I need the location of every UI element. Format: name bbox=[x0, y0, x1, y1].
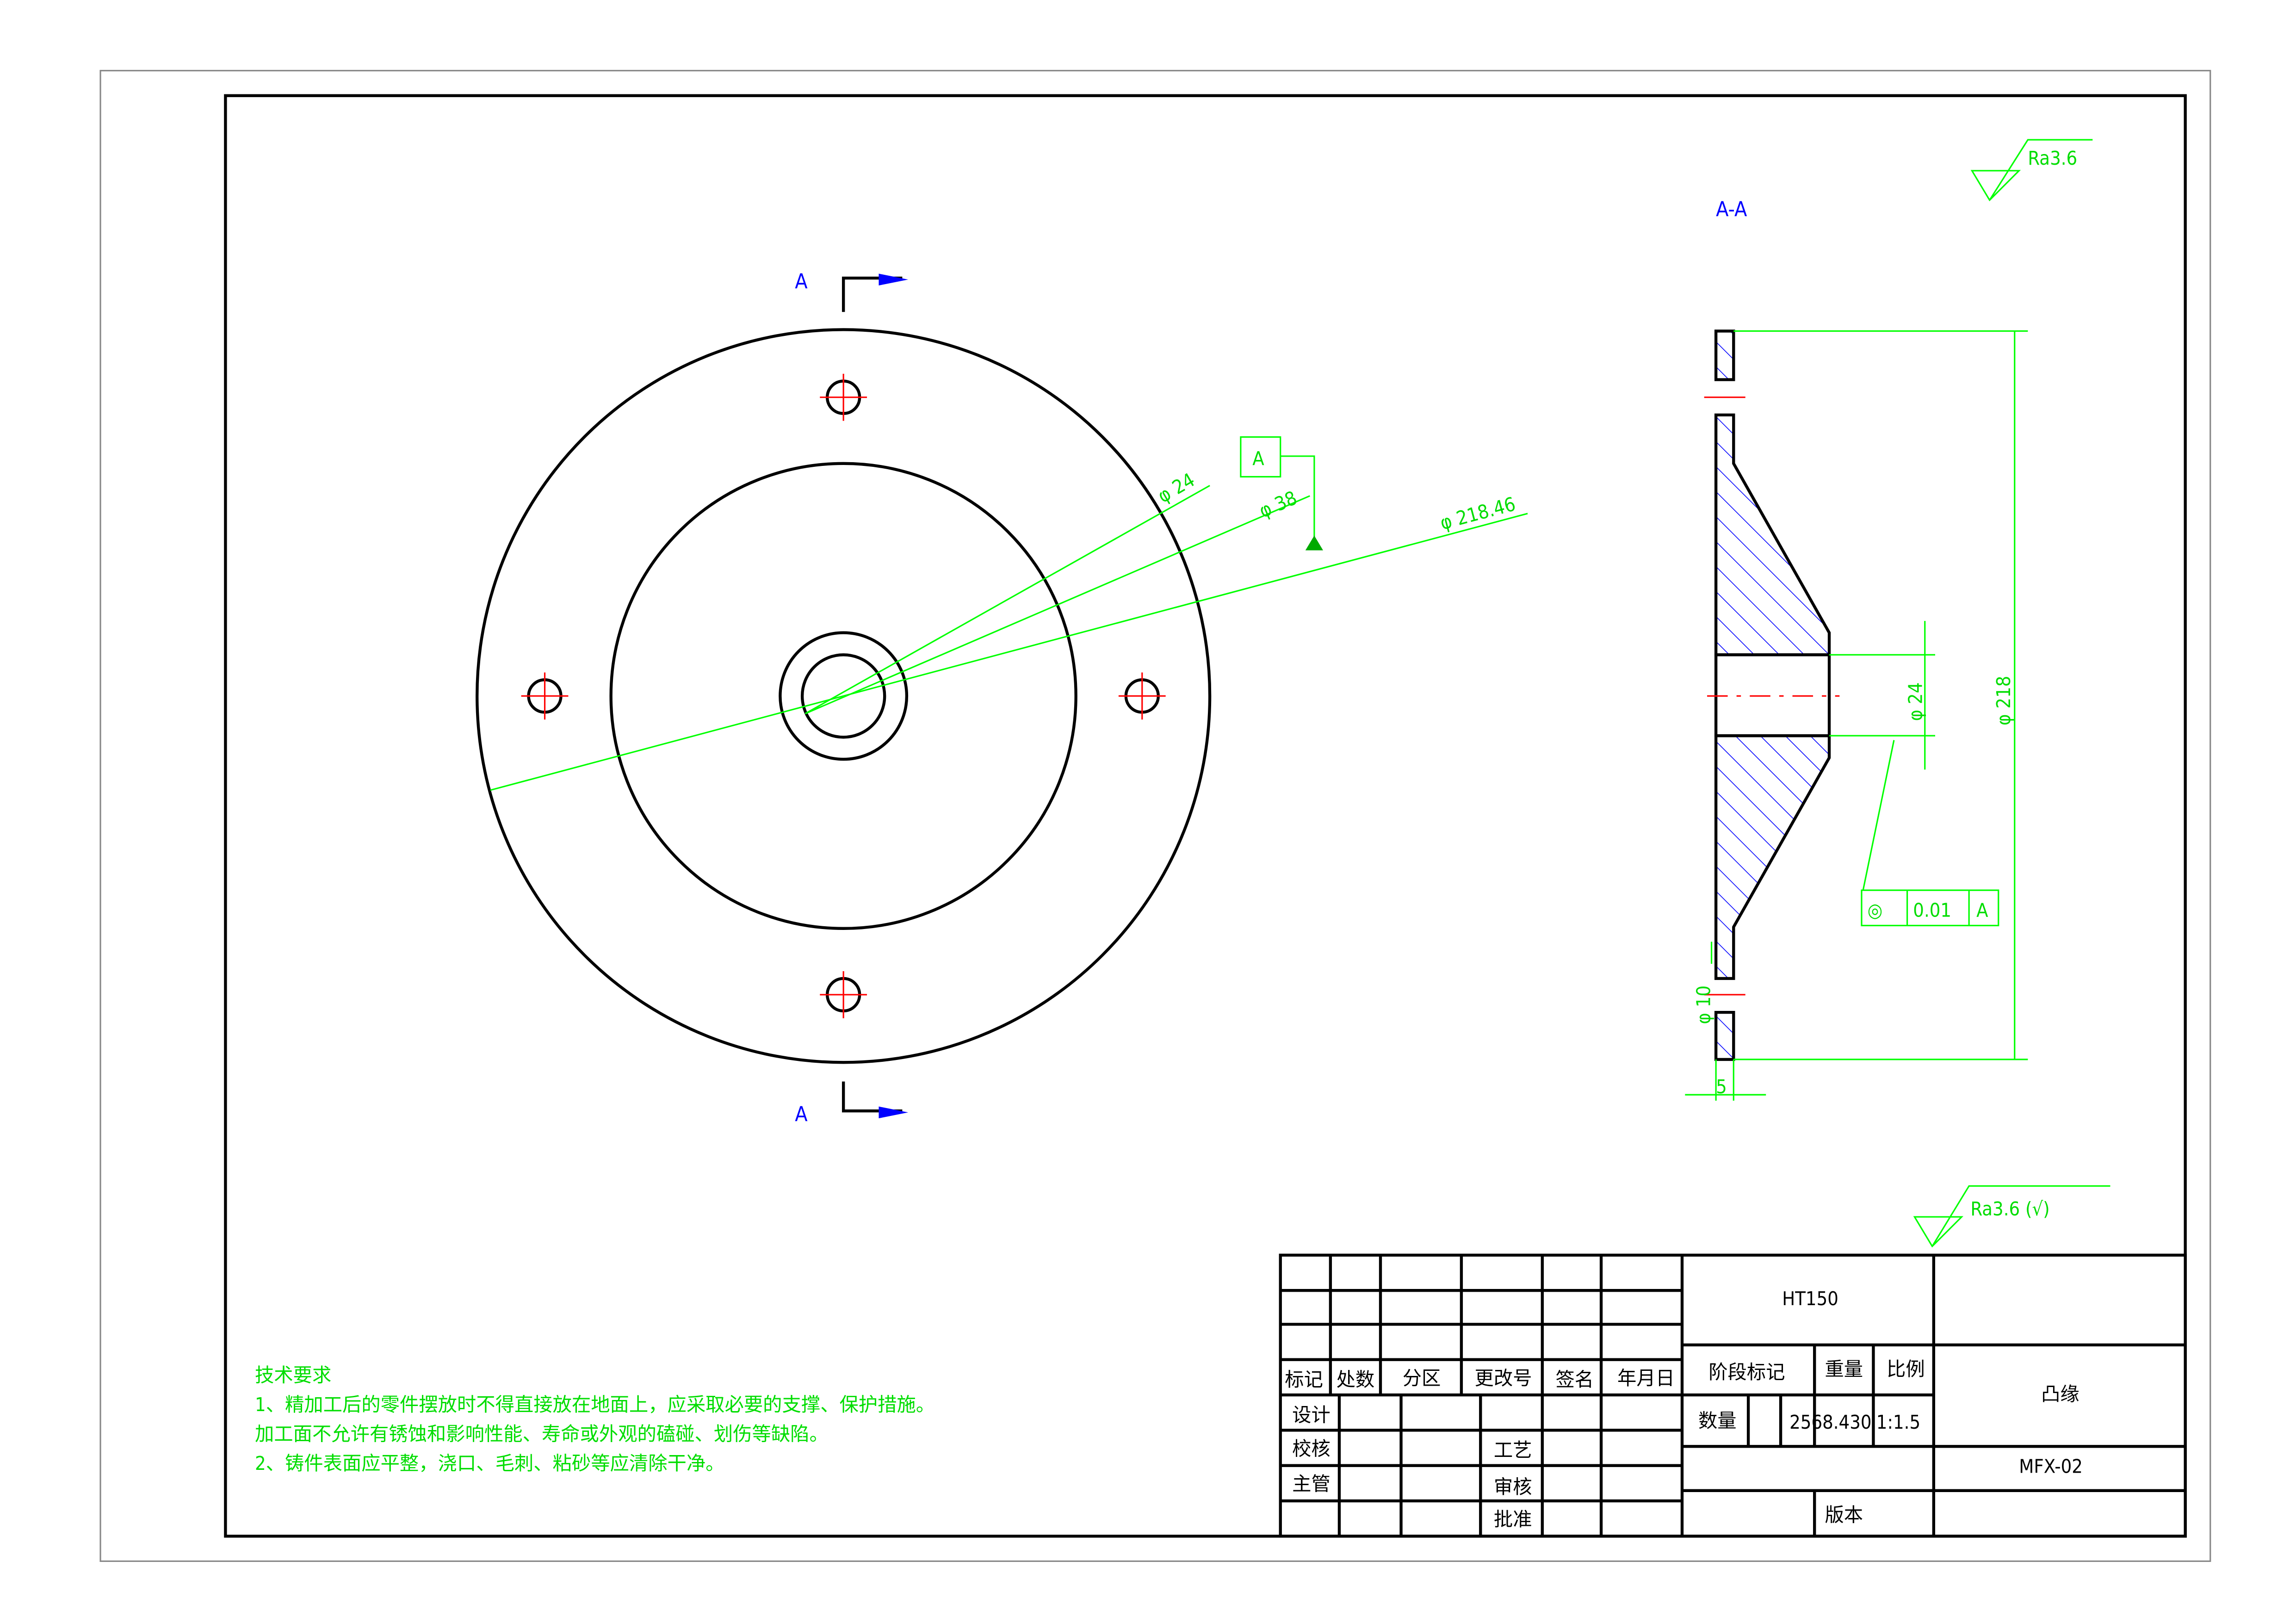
dimension-lines bbox=[490, 455, 1528, 791]
section-arrow-label-top: A bbox=[795, 270, 808, 293]
roughness-symbol-top: Ra3.6 bbox=[1970, 139, 2093, 202]
tech-req-line-1: 1、精加工后的零件摆放时不得直接放在地面上，应采取必要的支撑、保护措施。 bbox=[255, 1394, 935, 1416]
tech-req-line-2: 加工面不允许有锈蚀和影响性能、寿命或外观的磕碰、划伤等缺陷。 bbox=[255, 1423, 829, 1445]
tech-req-line-3: 2、铸件表面应平整，浇口、毛刺、粘砂等应清除干净。 bbox=[255, 1452, 725, 1474]
dim-thickness: 5 bbox=[1716, 1076, 1727, 1098]
section-dimension-lines bbox=[1685, 330, 2028, 1101]
weight-label: 重量 bbox=[1825, 1358, 1863, 1381]
roughness-symbol-general: Ra3.6 (√) bbox=[1913, 1185, 2110, 1248]
datum-box bbox=[1240, 436, 1281, 478]
material: HT150 bbox=[1782, 1288, 1838, 1310]
concentricity-icon: ◎ bbox=[1868, 899, 1882, 921]
bolt-holes bbox=[521, 373, 1166, 1018]
section-view-title: A-A bbox=[1716, 198, 1747, 222]
part-name: 凸缘 bbox=[2041, 1383, 2079, 1406]
dim-d24-section: φ 24 bbox=[1904, 682, 1926, 721]
header-count: 处数 bbox=[1337, 1369, 1375, 1391]
outer-border bbox=[99, 70, 2211, 1562]
tech-req-title: 技术要求 bbox=[255, 1364, 331, 1386]
dim-d218-section: φ 218 bbox=[1993, 676, 2015, 725]
header-zone: 分区 bbox=[1403, 1367, 1441, 1389]
role-check: 校核 bbox=[1292, 1437, 1331, 1460]
title-block: HT150 标记 处数 分区 更改号 签名 年月日 设计 校核 主管 工艺 审核… bbox=[1279, 1253, 2187, 1538]
roughness-general-value: Ra3.6 (√) bbox=[1970, 1198, 2049, 1220]
scale-value: 1:1.5 bbox=[1876, 1411, 1920, 1433]
header-mark: 标记 bbox=[1285, 1369, 1323, 1391]
header-date: 年月日 bbox=[1617, 1367, 1675, 1389]
scale-label: 比例 bbox=[1887, 1358, 1925, 1381]
header-change-no: 更改号 bbox=[1475, 1367, 1532, 1389]
weight-value: 2568.430 bbox=[1789, 1411, 1871, 1433]
header-signature: 签名 bbox=[1555, 1369, 1594, 1391]
role-review: 审核 bbox=[1494, 1476, 1532, 1498]
section-view: A-A φ 24 φ 218 φ 10 5 ◎ 0.01 A bbox=[1685, 198, 2028, 1101]
technical-requirements: 技术要求 1、精加工后的零件摆放时不得直接放在地面上，应采取必要的支撑、保护措施… bbox=[255, 1364, 935, 1474]
version-label: 版本 bbox=[1825, 1504, 1863, 1526]
dim-d10: φ 10 bbox=[1692, 985, 1714, 1024]
role-supervisor: 主管 bbox=[1292, 1473, 1331, 1495]
section-arrow-label-bottom: A bbox=[795, 1103, 808, 1126]
stage-mark-label: 阶段标记 bbox=[1708, 1361, 1785, 1383]
quantity-label: 数量 bbox=[1698, 1410, 1737, 1432]
geometric-tolerance-frame: ◎ 0.01 A bbox=[1861, 889, 1999, 927]
roughness-top-value: Ra3.6 bbox=[2028, 147, 2077, 169]
datum-label: A bbox=[1252, 447, 1264, 470]
tolerance-value: 0.01 bbox=[1913, 899, 1951, 921]
role-process: 工艺 bbox=[1494, 1439, 1532, 1462]
drawing-number: MFX-02 bbox=[2019, 1456, 2083, 1478]
role-design: 设计 bbox=[1292, 1404, 1331, 1426]
role-approve: 批准 bbox=[1494, 1508, 1532, 1530]
inner-frame bbox=[224, 94, 2187, 1538]
tolerance-datum: A bbox=[1976, 899, 1988, 921]
